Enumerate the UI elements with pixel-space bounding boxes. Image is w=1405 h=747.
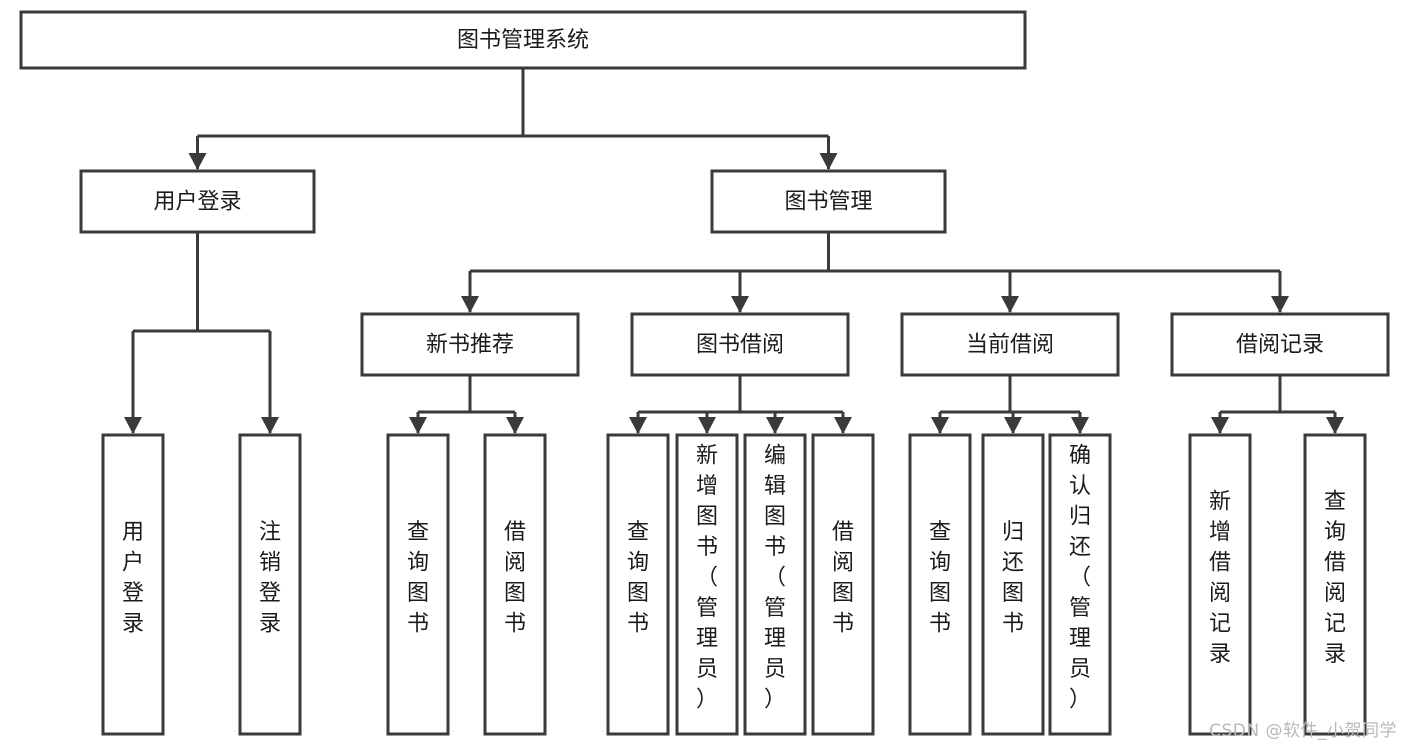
node-root-system-box	[19, 10, 1027, 70]
arrow-to-leaf-user-login	[124, 417, 142, 434]
node-leaf-confirm-return-box	[1048, 433, 1112, 736]
node-leaf-user-logout-label: 注销登录	[259, 520, 281, 637]
node-leaf-edit-book-label: 编辑图书（管理员）	[764, 444, 786, 713]
node-leaf-query-record-box	[1303, 433, 1367, 736]
connectors-layer	[124, 68, 1344, 434]
node-leaf-borrow-book-label: 借阅图书	[832, 520, 854, 637]
node-leaf-add-record-box	[1188, 433, 1252, 736]
node-leaf-confirm-return-label: 确认归还（管理员）	[1069, 444, 1091, 713]
arrow-to-leaf-edit-book	[766, 417, 784, 434]
node-leaf-query-book-borrow[interactable]: 查询图书	[606, 433, 670, 736]
arrow-to-leaf-query-book-borrow	[629, 417, 647, 434]
arrow-to-user-login	[188, 153, 207, 170]
arrow-to-leaf-borrow-book-rec	[506, 417, 524, 434]
node-borrow-record-label: 借阅记录	[1236, 333, 1324, 358]
node-root-system-label: 图书管理系统	[457, 28, 589, 53]
node-leaf-return-book-label: 归还图书	[1002, 520, 1024, 637]
node-book-borrow-label: 图书借阅	[696, 333, 784, 358]
node-book-manage-label: 图书管理	[784, 190, 872, 215]
node-leaf-query-book-borrow-label: 查询图书	[627, 520, 649, 637]
node-leaf-query-book-rec[interactable]: 查询图书	[386, 433, 450, 736]
node-leaf-user-logout[interactable]: 注销登录	[238, 433, 302, 736]
arrow-to-leaf-add-record	[1211, 417, 1229, 434]
node-leaf-return-book[interactable]: 归还图书	[981, 433, 1045, 736]
node-leaf-edit-book-box	[743, 433, 807, 736]
node-leaf-edit-book[interactable]: 编辑图书（管理员）	[743, 433, 807, 736]
node-leaf-add-record-label: 新增借阅记录	[1209, 489, 1231, 667]
node-leaf-return-book-box	[981, 433, 1045, 736]
node-current-borrow-box	[900, 312, 1120, 377]
arrow-to-leaf-query-record	[1326, 417, 1344, 434]
arrow-to-new-book-rec	[461, 296, 479, 313]
node-new-book-rec-box	[360, 312, 580, 377]
node-leaf-user-logout-box	[238, 433, 302, 736]
node-book-borrow-box	[630, 312, 850, 377]
node-leaf-query-book-borrow-box	[606, 433, 670, 736]
node-current-borrow-label: 当前借阅	[966, 333, 1054, 358]
node-borrow-record-box	[1170, 312, 1390, 377]
nodes-layer: 图书管理系统用户登录图书管理新书推荐图书借阅当前借阅借阅记录用户登录注销登录查询…	[19, 10, 1390, 736]
node-borrow-record[interactable]: 借阅记录	[1170, 312, 1390, 377]
node-leaf-add-book-label: 新增图书（管理员）	[696, 444, 718, 713]
node-new-book-rec-label: 新书推荐	[426, 333, 514, 358]
node-leaf-borrow-book-box	[811, 433, 875, 736]
arrow-to-borrow-record	[1271, 296, 1289, 313]
node-leaf-borrow-book-rec[interactable]: 借阅图书	[483, 433, 547, 736]
node-user-login-box	[79, 169, 316, 234]
arrow-to-current-borrow	[1001, 296, 1019, 313]
arrow-to-leaf-query-book-cur	[931, 417, 949, 434]
arrow-to-leaf-user-logout	[261, 417, 279, 434]
node-leaf-borrow-book-rec-label: 借阅图书	[504, 520, 526, 637]
node-leaf-confirm-return[interactable]: 确认归还（管理员）	[1048, 433, 1112, 736]
arrow-to-leaf-borrow-book	[834, 417, 852, 434]
node-leaf-query-book-rec-box	[386, 433, 450, 736]
node-leaf-user-login-box	[101, 433, 165, 736]
node-leaf-user-login[interactable]: 用户登录	[101, 433, 165, 736]
node-leaf-query-book-cur[interactable]: 查询图书	[908, 433, 972, 736]
arrow-to-book-manage	[819, 153, 838, 170]
node-user-login[interactable]: 用户登录	[79, 169, 316, 234]
arrow-to-leaf-confirm-return	[1071, 417, 1089, 434]
node-user-login-label: 用户登录	[153, 190, 241, 215]
node-leaf-borrow-book[interactable]: 借阅图书	[811, 433, 875, 736]
node-new-book-rec[interactable]: 新书推荐	[360, 312, 580, 377]
node-leaf-user-login-label: 用户登录	[122, 520, 144, 637]
node-book-borrow[interactable]: 图书借阅	[630, 312, 850, 377]
arrow-to-leaf-return-book	[1004, 417, 1022, 434]
node-leaf-add-record[interactable]: 新增借阅记录	[1188, 433, 1252, 736]
node-leaf-query-record[interactable]: 查询借阅记录	[1303, 433, 1367, 736]
node-book-manage-box	[710, 169, 947, 234]
node-leaf-query-book-rec-label: 查询图书	[407, 520, 429, 637]
node-leaf-add-book-box	[675, 433, 739, 736]
arrow-to-book-borrow	[731, 296, 749, 313]
node-current-borrow[interactable]: 当前借阅	[900, 312, 1120, 377]
node-leaf-borrow-book-rec-box	[483, 433, 547, 736]
node-leaf-add-book[interactable]: 新增图书（管理员）	[675, 433, 739, 736]
node-book-manage[interactable]: 图书管理	[710, 169, 947, 234]
arrow-to-leaf-add-book	[698, 417, 716, 434]
arrow-to-leaf-query-book-rec	[409, 417, 427, 434]
node-root-system[interactable]: 图书管理系统	[19, 10, 1027, 70]
node-leaf-query-record-label: 查询借阅记录	[1324, 489, 1346, 667]
node-leaf-query-book-cur-box	[908, 433, 972, 736]
node-leaf-query-book-cur-label: 查询图书	[929, 520, 951, 637]
